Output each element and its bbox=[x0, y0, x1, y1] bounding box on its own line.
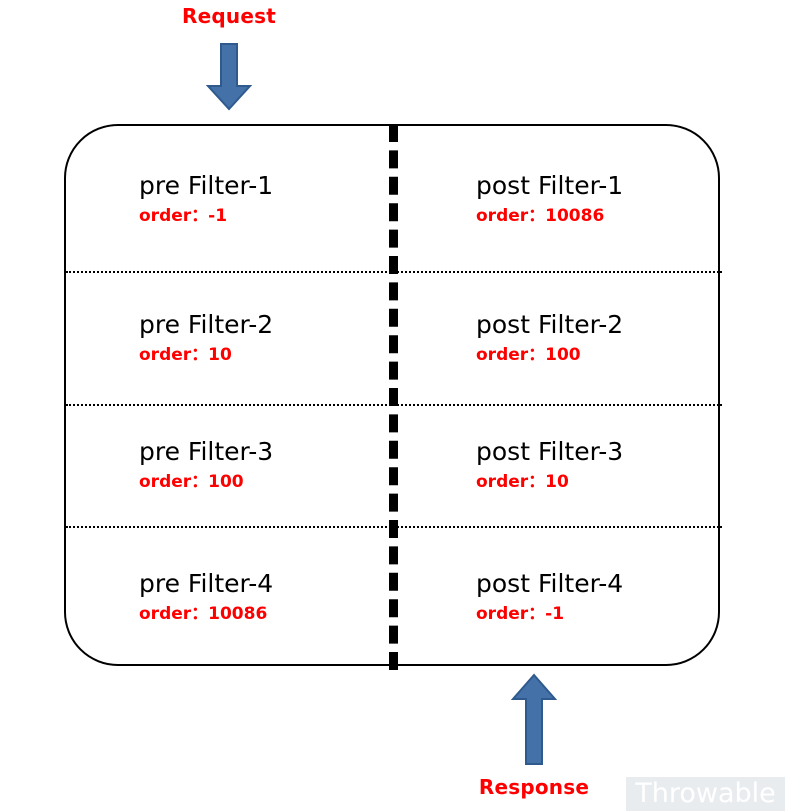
arrow-down-icon bbox=[205, 43, 253, 111]
filter-title: post Filter-3 bbox=[476, 437, 624, 466]
pre-filter-cell[interactable]: pre Filter-3 order：100 bbox=[66, 404, 394, 526]
pre-filter-cell[interactable]: pre Filter-4 order：10086 bbox=[66, 526, 394, 668]
filter-title: pre Filter-2 bbox=[139, 309, 274, 339]
filter-title: post Filter-2 bbox=[476, 309, 624, 339]
post-filter-cell[interactable]: post Filter-4 order：-1 bbox=[394, 526, 722, 668]
post-filter-cell[interactable]: post Filter-1 order：10086 bbox=[394, 126, 722, 271]
filter-row: pre Filter-1 order：-1 post Filter-1 orde… bbox=[66, 126, 722, 271]
pre-post-center-divider bbox=[389, 124, 398, 670]
pre-filter-cell[interactable]: pre Filter-2 order：10 bbox=[66, 271, 394, 404]
watermark: Throwable bbox=[626, 777, 785, 811]
filter-row: pre Filter-4 order：10086 post Filter-4 o… bbox=[66, 526, 722, 668]
request-label: Request bbox=[182, 4, 276, 28]
filter-order: order：-1 bbox=[139, 205, 228, 226]
post-filter-cell[interactable]: post Filter-3 order：10 bbox=[394, 404, 722, 526]
filter-order: order：10086 bbox=[476, 205, 605, 226]
filter-order: order：10 bbox=[139, 344, 232, 365]
filter-chain-box: pre Filter-1 order：-1 post Filter-1 orde… bbox=[64, 124, 722, 670]
filter-title: pre Filter-3 bbox=[139, 437, 274, 466]
filter-row: pre Filter-2 order：10 post Filter-2 orde… bbox=[66, 271, 722, 404]
filter-title: pre Filter-4 bbox=[139, 569, 274, 598]
pre-filter-cell[interactable]: pre Filter-1 order：-1 bbox=[66, 126, 394, 271]
filter-title: pre Filter-1 bbox=[139, 170, 274, 200]
filter-order: order：100 bbox=[139, 472, 244, 492]
filter-title: post Filter-4 bbox=[476, 569, 624, 598]
response-label: Response bbox=[478, 775, 590, 799]
filter-order: order：-1 bbox=[476, 604, 565, 624]
filter-title: post Filter-1 bbox=[476, 170, 624, 200]
filter-order: order：10086 bbox=[139, 604, 268, 624]
filter-order: order：100 bbox=[476, 344, 581, 365]
post-filter-cell[interactable]: post Filter-2 order：100 bbox=[394, 271, 722, 404]
filter-row: pre Filter-3 order：100 post Filter-3 ord… bbox=[66, 404, 722, 526]
filter-order: order：10 bbox=[476, 472, 569, 492]
arrow-up-icon bbox=[510, 673, 558, 766]
